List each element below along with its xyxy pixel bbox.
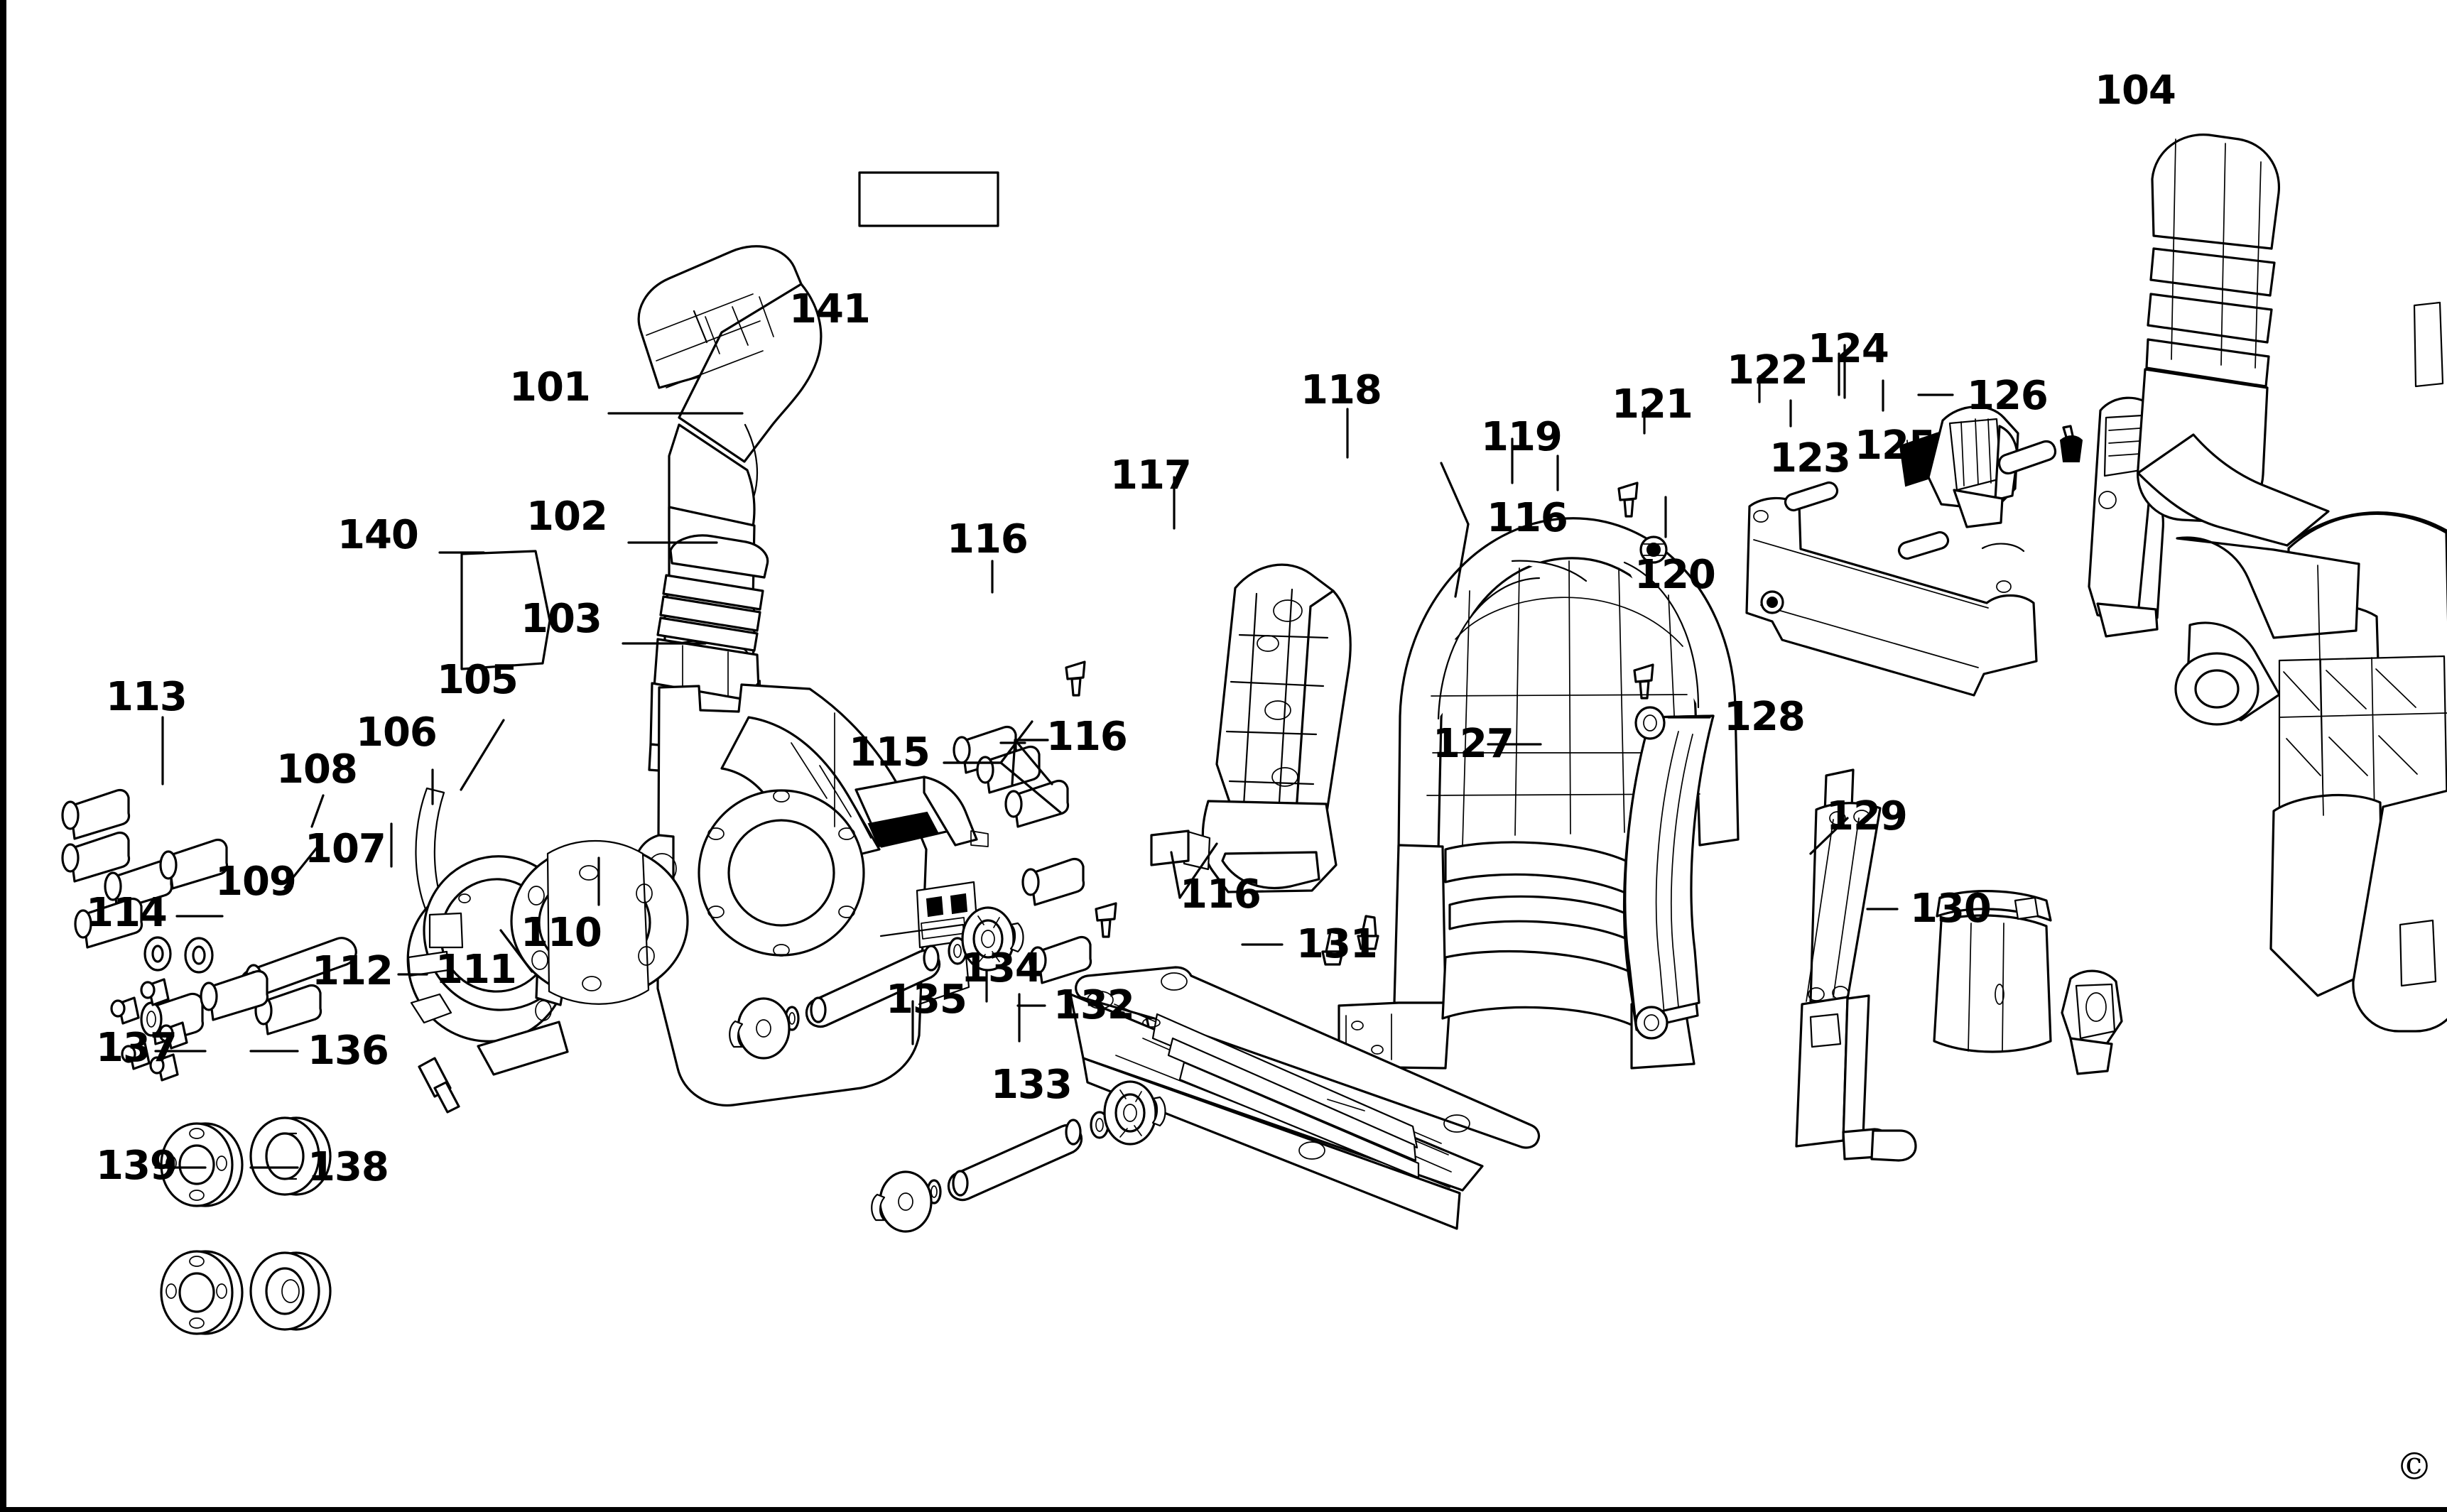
callout-117[interactable]: 117 [1110, 452, 1192, 499]
part-141-nameplate-label [859, 173, 998, 226]
callout-102[interactable]: 102 [526, 494, 608, 540]
part-102-dust-port-adapter [649, 535, 768, 777]
part-125-detent-pin [2061, 426, 2082, 462]
callout-128[interactable]: 128 [1724, 694, 1806, 740]
callout-106[interactable]: 106 [356, 709, 438, 756]
part-112-roll-pin [419, 1058, 459, 1112]
part-115-screws [954, 727, 1091, 983]
part-138-ball-bearing-lower [251, 1253, 330, 1329]
callout-123[interactable]: 123 [1769, 435, 1851, 482]
callout-141[interactable]: 141 [789, 286, 871, 332]
callout-135[interactable]: 135 [886, 977, 967, 1023]
callout-107[interactable]: 107 [305, 826, 386, 872]
callout-138[interactable]: 138 [308, 1144, 389, 1190]
part-120-guard-cover-plate [1747, 498, 2036, 695]
callout-130[interactable]: 130 [1910, 886, 1992, 932]
callout-116-a[interactable]: 116 [947, 516, 1029, 562]
callout-110[interactable]: 110 [521, 910, 602, 956]
part-130-knob-nut [2062, 971, 2122, 1074]
part-113-screw-a2 [256, 985, 321, 1034]
callout-101[interactable]: 101 [509, 364, 591, 410]
part-121-pin-b [1899, 532, 1948, 558]
callout-121[interactable]: 121 [1612, 381, 1693, 428]
callout-109[interactable]: 109 [215, 859, 297, 905]
callout-115[interactable]: 115 [849, 729, 930, 776]
callout-111[interactable]: 111 [435, 947, 517, 993]
exploded-view-artwork [6, 0, 2447, 1512]
part-119-grommet-b [1762, 592, 1783, 613]
part-103-gear-case-housing [635, 685, 988, 1105]
callout-137[interactable]: 137 [96, 1025, 178, 1071]
callout-132[interactable]: 132 [1053, 982, 1135, 1028]
callout-105[interactable]: 105 [437, 657, 519, 703]
callout-140[interactable]: 140 [337, 512, 419, 558]
part-117-guard-strut [1151, 565, 1350, 892]
copyright-mark: © [2396, 1446, 2433, 1489]
callout-108[interactable]: 108 [276, 746, 358, 793]
callout-125[interactable]: 125 [1855, 423, 1936, 469]
part-118-blade-guard [1339, 518, 1738, 1068]
callout-127[interactable]: 127 [1433, 721, 1514, 767]
callout-119[interactable]: 119 [1481, 414, 1563, 460]
callout-116-b[interactable]: 116 [1046, 714, 1128, 760]
callout-116-d[interactable]: 116 [1180, 871, 1262, 918]
part-139-bearing-retainer-lower [161, 1251, 242, 1334]
part-127-guard-arc-segment [1624, 707, 1713, 1038]
callout-122[interactable]: 122 [1727, 347, 1808, 393]
part-107-flat-washer [185, 938, 212, 972]
callout-133[interactable]: 133 [991, 1062, 1073, 1108]
part-121-pin [1785, 482, 1837, 510]
callout-136[interactable]: 136 [308, 1028, 389, 1074]
callout-129[interactable]: 129 [1826, 793, 1908, 839]
callout-114[interactable]: 114 [86, 890, 168, 936]
callout-134[interactable]: 134 [961, 945, 1043, 991]
callout-116-c[interactable]: 116 [1487, 495, 1568, 541]
callout-131[interactable]: 131 [1296, 921, 1378, 967]
callout-120[interactable]: 120 [1634, 552, 1716, 598]
callout-118[interactable]: 118 [1301, 367, 1382, 413]
part-104-motor-housing-right [2138, 135, 2447, 1031]
part-124-dowel-pin [1999, 441, 2055, 473]
part-123-lock-lever-cam [1928, 407, 2018, 527]
callout-124[interactable]: 124 [1808, 326, 1889, 372]
callout-104[interactable]: 104 [2095, 67, 2176, 114]
callout-112[interactable]: 112 [312, 948, 394, 994]
callout-126[interactable]: 126 [1967, 373, 2049, 419]
callout-139[interactable]: 139 [96, 1143, 178, 1189]
callout-103[interactable]: 103 [521, 596, 602, 642]
part-131-base-shoe-plate [1070, 967, 1539, 1229]
callout-113[interactable]: 113 [106, 674, 188, 720]
part-126-switch-trigger [2089, 398, 2163, 636]
part-108-wave-washer [145, 937, 170, 970]
